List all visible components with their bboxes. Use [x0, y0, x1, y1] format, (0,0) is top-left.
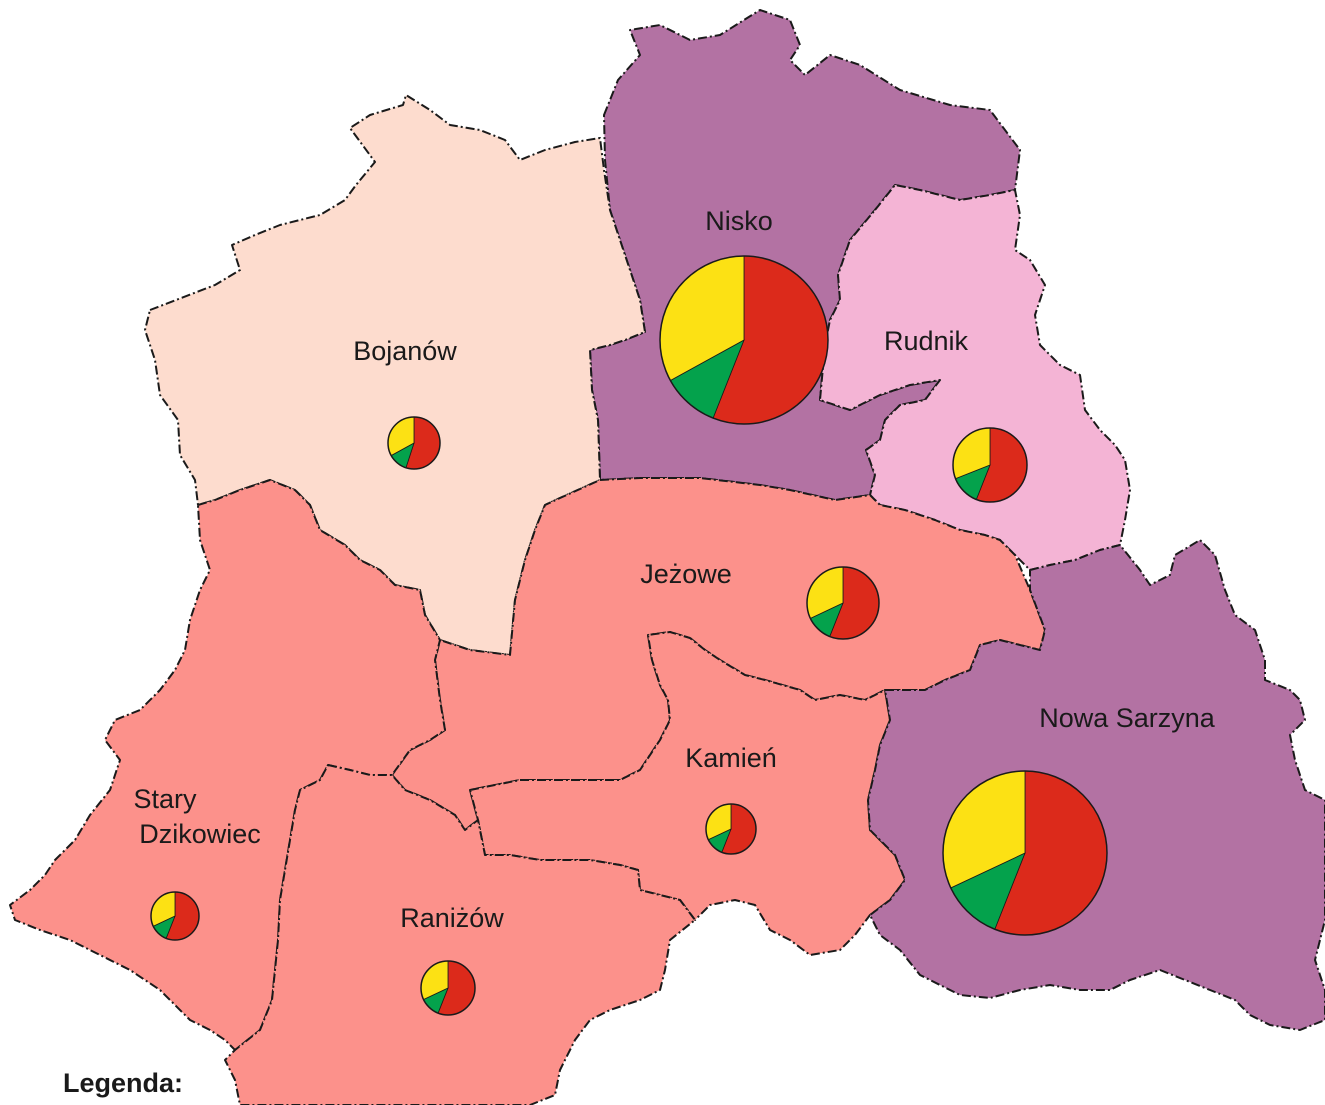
pie-stary-dzikowiec	[150, 891, 200, 941]
pie-outline	[659, 255, 829, 425]
pie-jezowe	[806, 566, 880, 640]
pie-outline	[150, 891, 200, 941]
pies-layer	[150, 255, 1108, 1016]
label-jezowe: Jeżowe	[640, 559, 732, 589]
label-kamien: Kamień	[685, 743, 777, 773]
label-nowa-sarzyna: Nowa Sarzyna	[1039, 703, 1216, 733]
label-ranizow: Raniżów	[400, 903, 504, 933]
pie-kamien	[705, 803, 757, 855]
pie-nowa-sarzyna	[942, 770, 1108, 936]
labels-layer: Bojanów Nisko Rudnik Jeżowe Nowa Sarzyna…	[133, 206, 1215, 933]
legend-title: Legenda:	[63, 1068, 183, 1098]
region-rudnik[interactable]	[819, 184, 1131, 571]
label-rudnik: Rudnik	[884, 326, 969, 356]
pie-rudnik	[952, 427, 1028, 503]
region-bojanow[interactable]	[144, 94, 646, 656]
label-stary-dzikowiec-line2: Dzikowiec	[139, 819, 261, 849]
pie-outline	[387, 416, 441, 470]
pie-outline	[952, 427, 1028, 503]
regions-layer	[9, 9, 1325, 1105]
region-ranizow[interactable]	[224, 764, 696, 1105]
region-kamien[interactable]	[469, 631, 906, 956]
pie-bojanow	[387, 416, 441, 470]
pie-outline	[420, 960, 476, 1016]
pie-outline	[705, 803, 757, 855]
label-stary-dzikowiec-line1: Stary	[133, 784, 197, 814]
region-jezowe[interactable]	[391, 477, 1046, 831]
label-nisko: Nisko	[705, 206, 773, 236]
label-bojanow: Bojanów	[353, 336, 457, 366]
pie-nisko	[659, 255, 829, 425]
pie-ranizow	[420, 960, 476, 1016]
pie-outline	[806, 566, 880, 640]
pie-outline	[942, 770, 1108, 936]
